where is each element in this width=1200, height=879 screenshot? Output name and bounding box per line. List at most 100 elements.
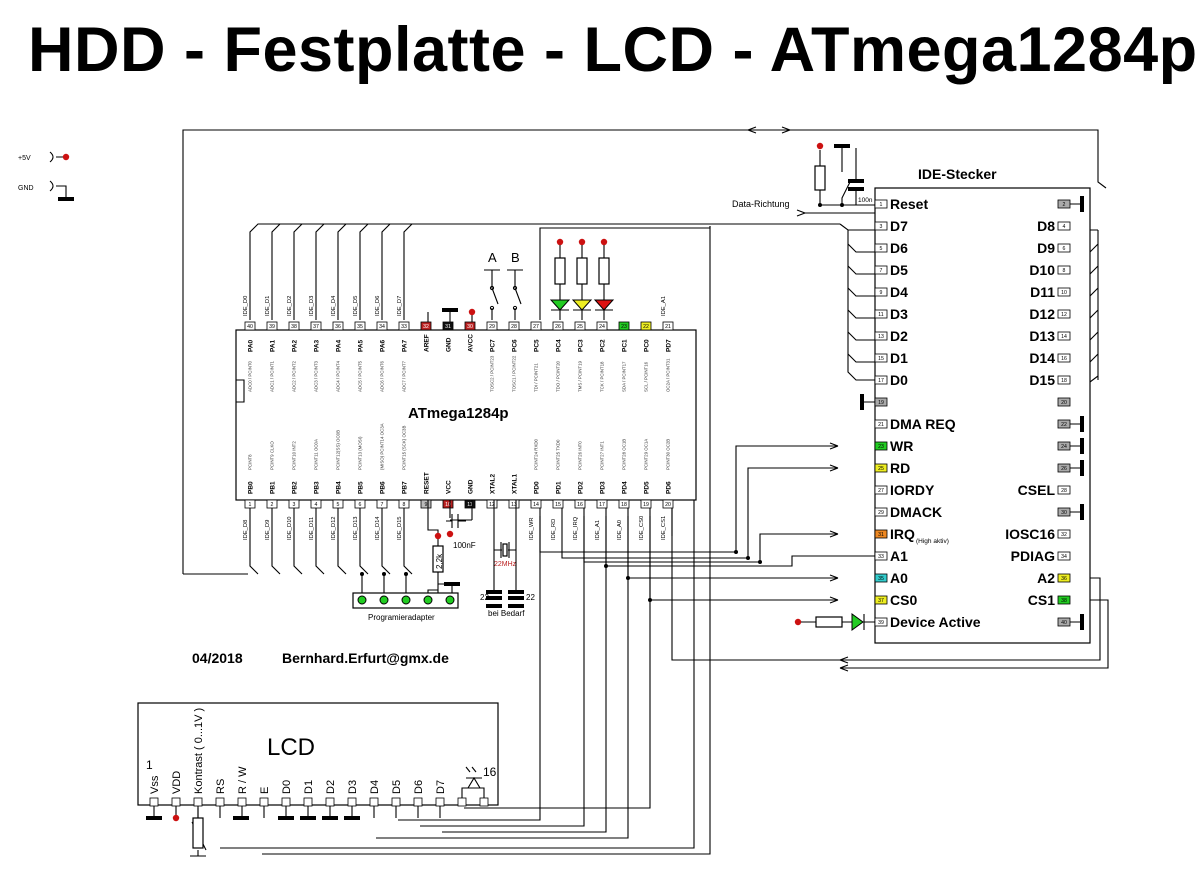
pin-number: 36 bbox=[335, 324, 341, 330]
pin-label: VDD bbox=[171, 771, 183, 794]
legend-gnd-label: GND bbox=[18, 185, 34, 192]
pin-box bbox=[398, 499, 410, 509]
vcc-symbol bbox=[62, 153, 70, 161]
pin-number: 3 bbox=[293, 502, 296, 508]
pin-label: D3 bbox=[890, 306, 908, 322]
pin-alt-function: OC2A / PCINT31 bbox=[666, 358, 671, 392]
pin-number: 1 bbox=[249, 502, 252, 508]
data-direction-label: Data-Richtung bbox=[732, 199, 790, 209]
pin-label: PDIAG bbox=[1011, 548, 1055, 564]
net-label: IDE_D3 bbox=[309, 296, 315, 316]
pin-box bbox=[413, 797, 423, 807]
pin-box bbox=[618, 499, 630, 509]
pin-label: IOSC16 bbox=[1005, 526, 1055, 542]
ide-pin-26: 26 bbox=[1057, 463, 1071, 473]
pin-number: 2 bbox=[1063, 202, 1066, 208]
pin-label: RESET bbox=[424, 472, 431, 494]
pin-label: PC3 bbox=[578, 339, 585, 352]
ide-pin-2: 2 bbox=[1057, 199, 1071, 209]
pin-label: PA3 bbox=[314, 339, 321, 352]
pin-label: D0 bbox=[890, 372, 908, 388]
pin-label: IORDY bbox=[890, 482, 935, 498]
pin-box bbox=[530, 321, 542, 331]
pin-label: GND bbox=[446, 337, 453, 352]
pin-box bbox=[874, 199, 888, 209]
pin-box bbox=[171, 797, 181, 807]
pin-label: D11 bbox=[1030, 284, 1055, 300]
pin-number: 6 bbox=[1063, 246, 1066, 252]
pin-number: 11 bbox=[467, 502, 472, 508]
net-label: IDE_D10 bbox=[287, 516, 293, 540]
net-label: IDE_D0 bbox=[243, 296, 249, 316]
pin-number: 20 bbox=[1061, 400, 1067, 406]
net-label: IDE_WR bbox=[529, 517, 535, 540]
pin-label: PC0 bbox=[644, 339, 651, 352]
net-label: IDE_D4 bbox=[331, 295, 337, 316]
net-label: IDE_D1 bbox=[265, 296, 271, 316]
crystal-label: 22MHz bbox=[494, 561, 517, 568]
pin-box bbox=[874, 331, 888, 341]
net-label: IDE_D12 bbox=[331, 516, 337, 540]
pin-box bbox=[244, 499, 256, 509]
ide-pin-24: 24 bbox=[1057, 441, 1071, 451]
pin-number: 12 bbox=[489, 502, 495, 508]
pin-box bbox=[420, 499, 432, 509]
pin-number: 20 bbox=[665, 502, 671, 508]
pin-box bbox=[1057, 331, 1071, 341]
pin-box bbox=[640, 499, 652, 509]
pin-box bbox=[486, 321, 498, 331]
lcd-title: LCD bbox=[267, 734, 315, 761]
net-label: IDE_D13 bbox=[353, 516, 359, 540]
pin-alt-function: ADC3 / PCINT3 bbox=[314, 360, 319, 392]
pin-number: 39 bbox=[878, 620, 884, 626]
pin-box bbox=[1057, 529, 1071, 539]
pin-number: 40 bbox=[247, 324, 253, 330]
net-label: IDE_D2 bbox=[287, 296, 293, 316]
pin-box bbox=[574, 321, 586, 331]
pin-number: 23 bbox=[878, 444, 884, 450]
pin-label: D14 bbox=[1029, 350, 1055, 366]
led-green-icon bbox=[549, 299, 571, 311]
pin-label: D6 bbox=[890, 240, 908, 256]
pin-number: 24 bbox=[599, 324, 605, 330]
pin-label: D4 bbox=[369, 780, 381, 794]
pin-box bbox=[1057, 221, 1071, 231]
ide-pin-40: 40 bbox=[1057, 617, 1071, 627]
pin-number: 24 bbox=[1061, 444, 1067, 450]
pin-number: 35 bbox=[878, 576, 884, 582]
pin-number: 7 bbox=[880, 268, 883, 274]
pin-number: 34 bbox=[1061, 554, 1067, 560]
pin-alt-function: ADC6 / PCINT6 bbox=[380, 360, 385, 392]
pin-number: 10 bbox=[445, 502, 451, 508]
pin-label: PD2 bbox=[578, 481, 585, 494]
pin-label: CS0 bbox=[890, 592, 917, 608]
lcd-pin: Vss bbox=[149, 775, 161, 818]
pin-number: 37 bbox=[313, 324, 319, 330]
pin-number: 8 bbox=[1063, 268, 1066, 274]
pin-label: D15 bbox=[1029, 372, 1055, 388]
pin-label: D6 bbox=[413, 780, 425, 794]
pin-box bbox=[1057, 309, 1071, 319]
pin-box bbox=[662, 499, 674, 509]
support-components: 100nF 2,2k 22MHz 22 22 bei Bedarf Progra… bbox=[352, 500, 535, 622]
pin-alt-function: TOSC1 / PCINT22 bbox=[512, 355, 517, 392]
